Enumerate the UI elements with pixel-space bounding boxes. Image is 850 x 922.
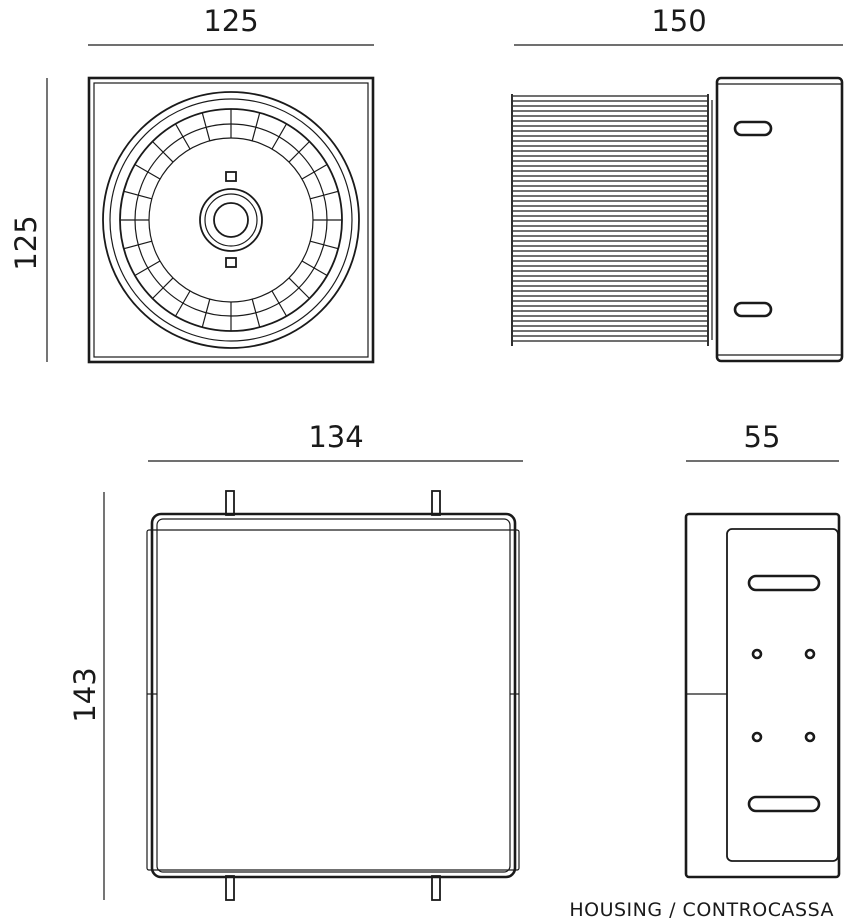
honeycomb-spoke bbox=[251, 299, 261, 328]
cooling-fins bbox=[513, 95, 707, 342]
honeycomb-spoke bbox=[288, 141, 310, 163]
honeycomb-spoke bbox=[174, 123, 191, 150]
dim-housing-depth-label: 55 bbox=[744, 420, 781, 454]
dim-front-width-label: 125 bbox=[203, 4, 258, 38]
housing-flange bbox=[146, 529, 520, 871]
honeycomb-spoke bbox=[301, 163, 328, 180]
honeycomb-spoke bbox=[251, 112, 261, 141]
front-view-inner-square bbox=[93, 82, 369, 358]
honeycomb-spoke bbox=[152, 277, 174, 299]
dim-front-height-label: 125 bbox=[9, 215, 43, 270]
lens-inner bbox=[213, 202, 249, 238]
bracket-slot-top bbox=[733, 120, 773, 137]
honeycomb-spoke bbox=[174, 290, 191, 317]
dim-side-width-label: 150 bbox=[651, 4, 706, 38]
dim-housing-depth: 55 bbox=[686, 420, 839, 462]
front-view bbox=[87, 76, 375, 364]
front-screw-bottom bbox=[225, 257, 237, 268]
housing-inner-frame bbox=[156, 518, 511, 873]
side-mounting-bracket bbox=[715, 76, 844, 363]
housing-front-view bbox=[146, 490, 520, 901]
honeycomb-spoke bbox=[152, 141, 174, 163]
honeycomb-spoke bbox=[310, 240, 339, 250]
dim-housing-height-label: 143 bbox=[68, 667, 102, 722]
housing-tab-bottom-right bbox=[431, 875, 441, 901]
housing-tab-top-right bbox=[431, 490, 441, 516]
dim-side-width: 150 bbox=[514, 4, 843, 46]
lens-outer bbox=[199, 188, 263, 252]
dim-front-height: 125 bbox=[9, 78, 48, 362]
housing-hole-3 bbox=[751, 731, 763, 743]
dim-front-width: 125 bbox=[88, 4, 374, 46]
honeycomb-spoke bbox=[134, 260, 161, 277]
dim-housing-width: 134 bbox=[148, 420, 523, 462]
housing-hole-4 bbox=[804, 731, 816, 743]
honeycomb-spoke bbox=[271, 290, 288, 317]
honeycomb-spoke bbox=[301, 260, 328, 277]
housing-slot-bottom bbox=[747, 795, 821, 813]
front-view-outer-square bbox=[87, 76, 375, 364]
front-view-bezel-inner bbox=[109, 98, 353, 342]
side-view bbox=[511, 76, 844, 363]
honeycomb-ring-inner bbox=[148, 137, 314, 303]
front-screw-top bbox=[225, 171, 237, 182]
honeycomb-spoke bbox=[271, 123, 288, 150]
honeycomb-spoke bbox=[134, 163, 161, 180]
housing-tab-top-left bbox=[225, 490, 235, 516]
housing-side-view bbox=[684, 512, 841, 879]
housing-side-body bbox=[684, 512, 841, 879]
housing-outer-frame bbox=[150, 512, 517, 879]
lens-mid bbox=[204, 193, 258, 247]
housing-tab-bottom-left bbox=[225, 875, 235, 901]
housing-hole-2 bbox=[804, 648, 816, 660]
bracket-slot-bottom bbox=[733, 301, 773, 318]
honeycomb-spoke bbox=[201, 299, 211, 328]
honeycomb-spoke bbox=[123, 240, 152, 250]
honeycomb-spoke bbox=[310, 190, 339, 200]
housing-slot-top bbox=[747, 574, 821, 592]
caption-housing: HOUSING / CONTROCASSA bbox=[569, 899, 834, 921]
honeycomb-spoke bbox=[288, 277, 310, 299]
dim-housing-height: 143 bbox=[68, 492, 105, 900]
honeycomb-spoke bbox=[123, 190, 152, 200]
housing-side-plate bbox=[726, 528, 839, 862]
housing-hole-1 bbox=[751, 648, 763, 660]
dim-housing-width-label: 134 bbox=[308, 420, 363, 454]
honeycomb-spokes bbox=[120, 109, 342, 331]
honeycomb-spoke bbox=[201, 112, 211, 141]
front-view-bezel-outer bbox=[102, 91, 360, 349]
